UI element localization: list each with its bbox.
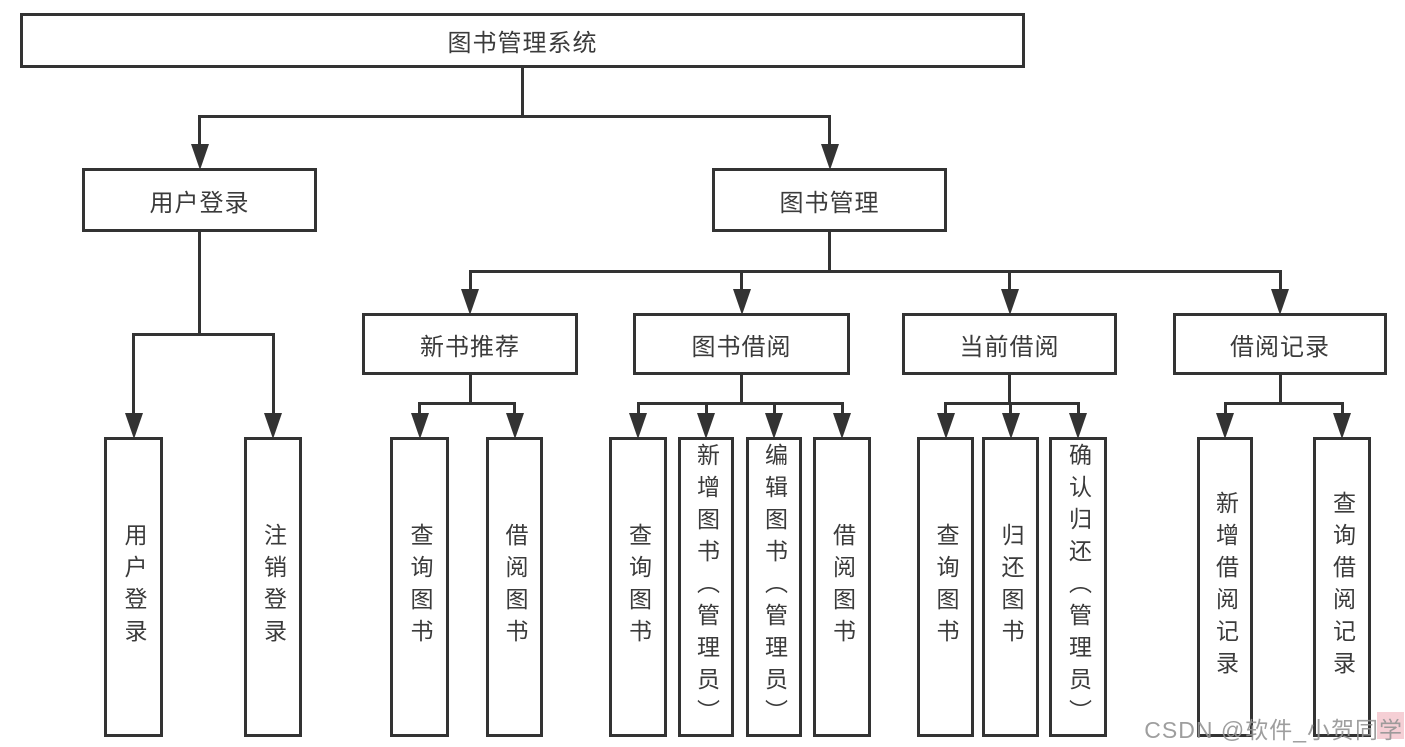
node-label-borrow-books-recommend: 借阅图书 xyxy=(502,523,528,651)
arrow-down-icon xyxy=(1069,413,1087,439)
connector-line xyxy=(1008,373,1011,405)
connector-line xyxy=(132,333,275,336)
node-label-borrow-books-borrowing: 借阅图书 xyxy=(829,523,856,651)
node-label-confirm-return-admin: 确认归还（管理员） xyxy=(1065,443,1092,731)
arrow-down-icon xyxy=(410,413,429,439)
node-label-library-management-system: 图书管理系统 xyxy=(447,30,598,57)
node-label-new-book-recommend: 新书推荐 xyxy=(420,333,520,361)
connector-line xyxy=(418,402,516,405)
connector-line xyxy=(1223,402,1344,405)
node-query-books-recommend: 查询图书 xyxy=(390,437,449,737)
node-label-query-books-recommend: 查询图书 xyxy=(407,523,433,651)
csdn-watermark: CSDN @软件_小贺同学 xyxy=(1144,711,1403,745)
node-label-borrowing-records: 借阅记录 xyxy=(1230,333,1330,361)
arrow-down-icon xyxy=(833,413,851,439)
node-borrow-books-recommend: 借阅图书 xyxy=(486,437,543,737)
node-add-borrowing-record: 新增借阅记录 xyxy=(1197,437,1253,737)
node-borrowing-records: 借阅记录 xyxy=(1173,313,1387,375)
arrow-down-icon xyxy=(461,289,479,315)
node-label-query-borrowing-record: 查询借阅记录 xyxy=(1329,491,1356,683)
arrow-down-icon xyxy=(505,413,524,439)
node-query-books-borrowing: 查询图书 xyxy=(609,437,667,737)
arrow-down-icon xyxy=(1001,413,1020,439)
connector-line xyxy=(198,115,201,154)
node-user-login-action: 用户登录 xyxy=(104,437,163,737)
node-label-user-login-action: 用户登录 xyxy=(121,523,147,651)
arrow-down-icon xyxy=(1216,413,1234,439)
arrow-down-icon xyxy=(697,413,715,439)
arrow-down-icon xyxy=(820,144,839,170)
connector-line xyxy=(1008,270,1011,299)
connector-line xyxy=(772,402,776,423)
connector-line xyxy=(198,230,201,336)
node-query-borrowing-record: 查询借阅记录 xyxy=(1313,437,1371,737)
connector-line xyxy=(828,115,831,154)
arrow-down-icon xyxy=(1333,413,1351,439)
connector-line xyxy=(418,402,421,423)
node-return-books: 归还图书 xyxy=(982,437,1039,737)
connector-line xyxy=(521,66,524,118)
node-edit-books-admin: 编辑图书（管理员） xyxy=(746,437,802,737)
node-label-edit-books-admin: 编辑图书（管理员） xyxy=(761,443,788,731)
connector-line xyxy=(1223,402,1227,423)
arrow-down-icon xyxy=(1271,289,1289,315)
node-confirm-return-admin: 确认归还（管理员） xyxy=(1049,437,1107,737)
arrow-down-icon xyxy=(190,144,209,170)
node-logout-action: 注销登录 xyxy=(244,437,302,737)
arrow-down-icon xyxy=(765,413,783,439)
node-book-management: 图书管理 xyxy=(712,168,947,232)
connector-line xyxy=(1009,402,1012,423)
node-label-add-books-admin: 新增图书（管理员） xyxy=(693,443,720,731)
node-book-borrowing: 图书借阅 xyxy=(633,313,850,375)
connector-line xyxy=(740,373,743,405)
node-add-books-admin: 新增图书（管理员） xyxy=(678,437,734,737)
arrow-down-icon xyxy=(264,413,282,439)
watermark-text: CSDN @软件_小贺同学 xyxy=(1144,717,1403,743)
node-label-book-borrowing: 图书借阅 xyxy=(691,333,792,361)
connector-line xyxy=(468,373,472,405)
node-label-query-books-borrowing: 查询图书 xyxy=(625,523,652,651)
node-borrow-books-borrowing: 借阅图书 xyxy=(813,437,871,737)
connector-line xyxy=(636,402,640,423)
node-label-current-borrowing: 当前借阅 xyxy=(959,333,1060,361)
connector-line xyxy=(1076,402,1080,423)
connector-line xyxy=(271,333,275,423)
node-label-book-management: 图书管理 xyxy=(779,189,880,217)
connector-line xyxy=(1278,373,1282,405)
connector-line xyxy=(828,230,831,273)
watermark-highlight xyxy=(1377,712,1404,739)
node-query-books-current: 查询图书 xyxy=(917,437,974,737)
node-label-query-books-current: 查询图书 xyxy=(933,523,959,651)
connector-line xyxy=(704,402,708,423)
node-label-return-books: 归还图书 xyxy=(998,523,1024,651)
node-current-borrowing: 当前借阅 xyxy=(902,313,1117,375)
arrow-down-icon xyxy=(124,413,143,439)
node-label-add-borrowing-record: 新增借阅记录 xyxy=(1212,491,1239,683)
arrow-down-icon xyxy=(1000,289,1019,315)
arrow-down-icon xyxy=(732,289,751,315)
connector-line xyxy=(1278,270,1282,299)
connector-line xyxy=(468,270,472,299)
connector-line xyxy=(132,333,135,423)
node-label-logout-action: 注销登录 xyxy=(260,523,287,651)
connector-line xyxy=(468,270,1282,273)
node-library-management-system: 图书管理系统 xyxy=(20,13,1025,68)
connector-line xyxy=(198,115,831,118)
arrow-down-icon xyxy=(629,413,647,439)
node-label-user-login: 用户登录 xyxy=(149,189,250,217)
connector-line xyxy=(944,402,947,423)
connector-line xyxy=(840,402,844,423)
connector-line xyxy=(513,402,516,423)
connector-line xyxy=(636,402,844,405)
node-new-book-recommend: 新书推荐 xyxy=(362,313,578,375)
node-user-login: 用户登录 xyxy=(82,168,317,232)
connector-line xyxy=(1340,402,1344,423)
arrow-down-icon xyxy=(936,413,955,439)
connector-line xyxy=(740,270,743,299)
